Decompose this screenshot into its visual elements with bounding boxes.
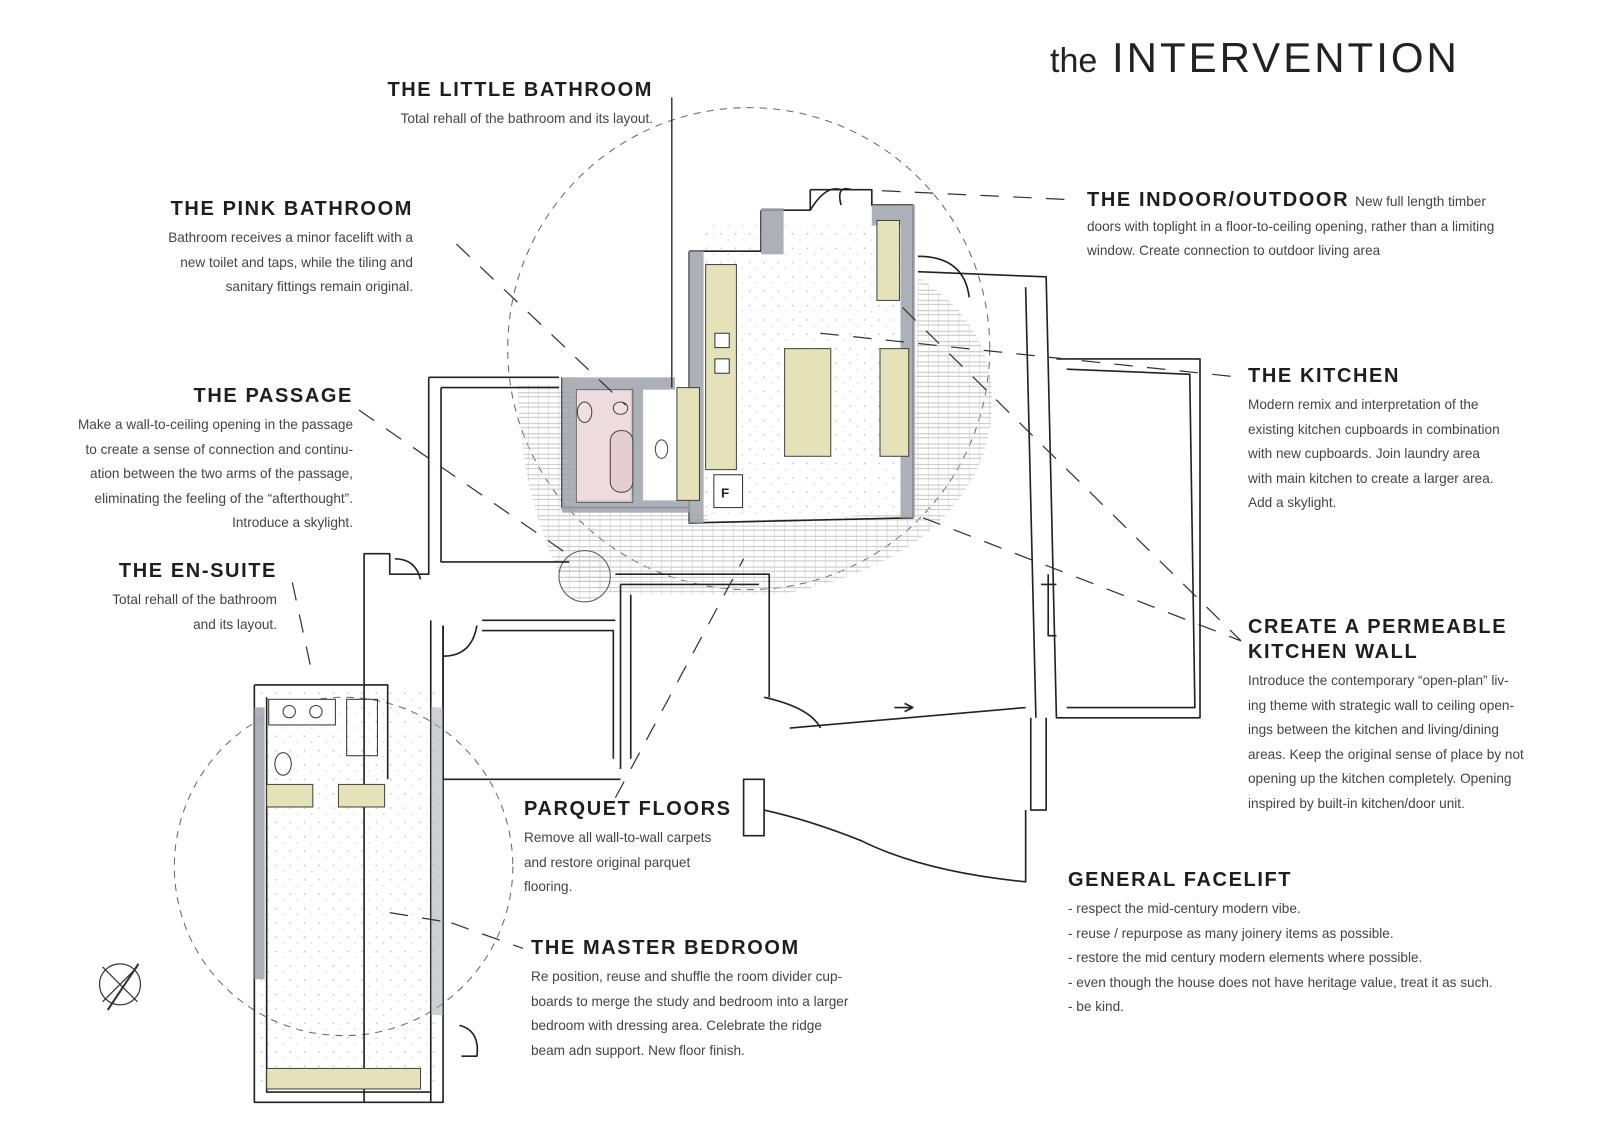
note-kitchen: THE KITCHEN Modern remix and interpretat… [1248, 364, 1500, 516]
note-line: new toilet and taps, while the tiling an… [180, 254, 413, 270]
note-line: Introduce a skylight. [232, 515, 353, 531]
note-line: boards to merge the study and bedroom in… [531, 993, 849, 1009]
note-pink-bathroom: THE PINK BATHROOM Bathroom receives a mi… [168, 197, 413, 300]
note-line: Remove all wall-to-wall carpets [524, 830, 712, 845]
note-heading: KITCHEN WALL [1248, 641, 1419, 663]
note-line: opening up the kitchen completely. Openi… [1248, 771, 1512, 787]
note-heading: THE MASTER BEDROOM [531, 937, 800, 959]
note-line: Modern remix and interpretation of the [1248, 397, 1479, 412]
note-line: to create a sense of connection and cont… [85, 441, 353, 457]
note-line: existing kitchen cupboards in combinatio… [1248, 421, 1500, 437]
title-prefix: the [1050, 42, 1098, 80]
note-line: and its layout. [193, 616, 277, 632]
note-line: inspired by built-in kitchen/door unit. [1248, 795, 1465, 811]
note-little-bathroom: THE LITTLE BATHROOM Total rehall of the … [387, 78, 653, 132]
note-line: areas. Keep the original sense of place … [1248, 746, 1524, 762]
note-heading: GENERAL FACELIFT [1068, 869, 1293, 891]
note-permeable-kitchen-wall: CREATE A PERMEABLE KITCHEN WALL Introduc… [1248, 615, 1524, 817]
note-line: - reuse / repurpose as many joinery item… [1068, 925, 1394, 941]
note-line: Bathroom receives a minor facelift with … [168, 230, 413, 245]
note-heading: THE PASSAGE [193, 385, 353, 407]
note-line: Add a skylight. [1248, 495, 1337, 511]
note-line: ings between the kitchen and living/dini… [1248, 722, 1499, 738]
note-line: - be kind. [1068, 999, 1124, 1015]
note-line: beam adn support. New floor finish. [531, 1042, 745, 1058]
note-line: - respect the mid-century modern vibe. [1068, 901, 1301, 916]
note-master-bedroom: THE MASTER BEDROOM Re position, reuse an… [531, 936, 848, 1063]
note-line: flooring. [524, 879, 573, 895]
note-heading: THE LITTLE BATHROOM [387, 79, 653, 101]
note-line: Introduce the contemporary “open-plan” l… [1248, 673, 1509, 688]
note-line: ation between the two arms of the passag… [90, 466, 353, 482]
note-line: New full length timber [1355, 194, 1486, 209]
note-line: - even though the house does not have he… [1068, 974, 1493, 990]
north-arrow-icon [98, 963, 142, 1011]
note-heading: THE PINK BATHROOM [170, 198, 413, 220]
note-heading: THE KITCHEN [1248, 365, 1401, 387]
ensuite-zone-circle [173, 696, 514, 1037]
note-line: doors with toplight in a floor-to-ceilin… [1087, 218, 1495, 234]
note-en-suite: THE EN-SUITE Total rehall of the bathroo… [112, 559, 277, 637]
note-line: Total rehall of the bathroom [112, 592, 277, 607]
fridge-label: F [721, 485, 729, 500]
note-line: Re position, reuse and shuffle the room … [531, 969, 843, 984]
note-line: - restore the mid century modern element… [1068, 950, 1423, 966]
note-line: with new cupboards. Join laundry area [1248, 446, 1480, 462]
passage-skylight [558, 550, 611, 603]
note-heading: THE INDOOR/OUTDOOR [1087, 189, 1350, 211]
note-line: Make a wall-to-ceiling opening in the pa… [77, 417, 353, 432]
note-line: eliminating the feeling of the “aftertho… [94, 490, 353, 506]
note-line: sanitary fittings remain original. [225, 279, 413, 295]
note-indoor-outdoor: THE INDOOR/OUTDOOR New full length timber… [1087, 188, 1494, 264]
note-line: with main kitchen to create a larger are… [1248, 470, 1494, 486]
page-title: the INTERVENTION [1050, 34, 1460, 82]
note-line: bedroom with dressing area. Celebrate th… [531, 1018, 822, 1034]
note-line: window. Create connection to outdoor liv… [1087, 243, 1381, 259]
pink-bathroom-plan [575, 389, 669, 503]
note-line: and restore original parquet [524, 854, 691, 870]
note-heading: CREATE A PERMEABLE [1248, 616, 1508, 638]
note-heading: THE EN-SUITE [118, 560, 277, 582]
note-general-facelift: GENERAL FACELIFT - respect the mid-centu… [1068, 868, 1493, 1020]
note-heading: PARQUET FLOORS [524, 798, 732, 820]
note-passage: THE PASSAGE Make a wall-to-ceiling openi… [78, 384, 353, 536]
note-line: ing theme with strategic wall to ceiling… [1248, 697, 1514, 713]
note-line: Total rehall of the bathroom and its lay… [400, 111, 653, 126]
note-parquet-floors: PARQUET FLOORS Remove all wall-to-wall c… [524, 797, 732, 900]
title-main: INTERVENTION [1111, 34, 1460, 81]
